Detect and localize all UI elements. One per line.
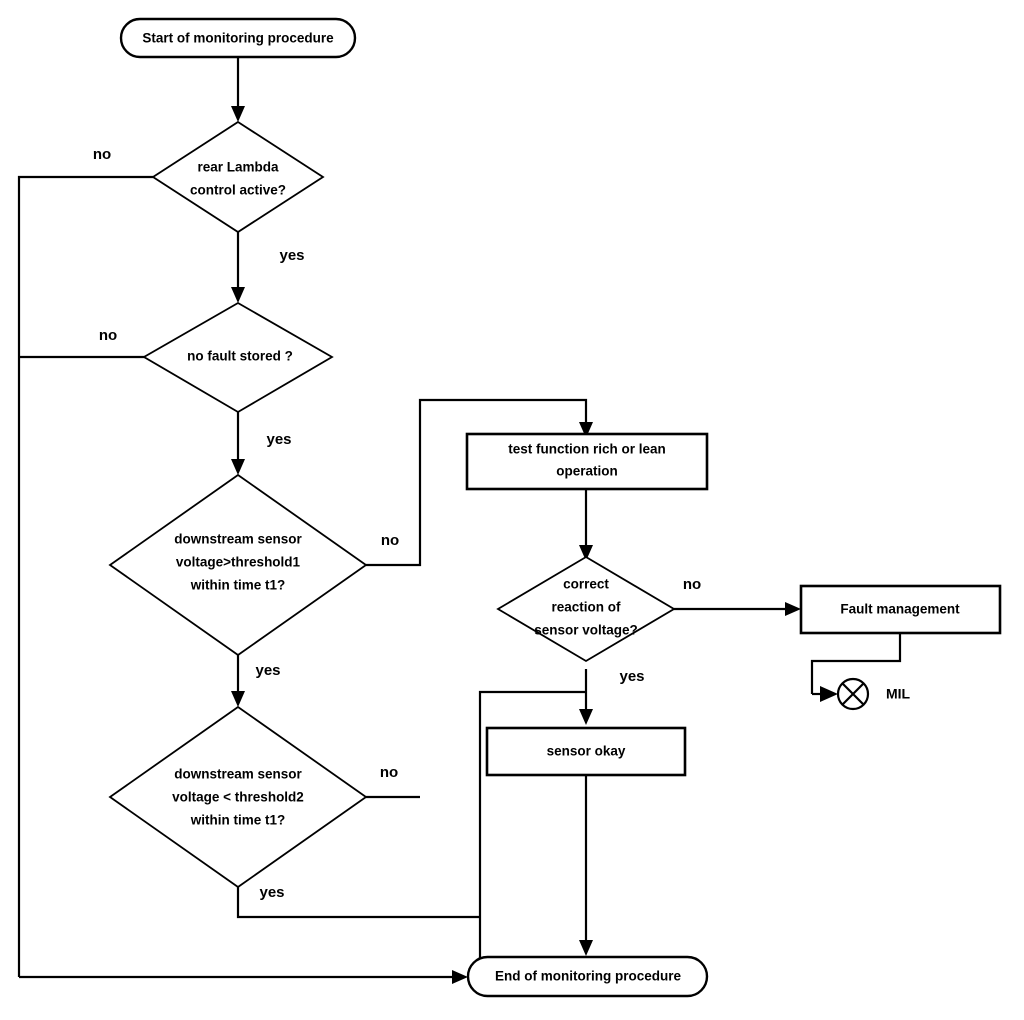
fault-management-shape bbox=[799, 584, 1002, 635]
edge-label-no-fault-no: no bbox=[99, 327, 117, 344]
correct-reaction-decision-shape bbox=[496, 555, 676, 663]
edge-label-correct-reaction-no: no bbox=[683, 576, 701, 593]
sensor-okay-shape bbox=[485, 726, 687, 777]
arrowhead-correct-reaction-in bbox=[579, 545, 593, 561]
start-label: Start of monitoring procedure bbox=[142, 31, 334, 46]
node-end[interactable]: End of monitoring procedure bbox=[466, 955, 709, 998]
end-label: End of monitoring procedure bbox=[495, 969, 681, 984]
correct-reaction-label-line1: correct bbox=[563, 577, 609, 592]
arrowhead-sensor-okay-in bbox=[579, 709, 593, 725]
threshold1-label-line1: downstream sensor bbox=[174, 532, 302, 547]
threshold2-decision-shape bbox=[108, 705, 368, 889]
arrowhead-no-fault-in bbox=[231, 287, 245, 303]
arrowhead-end-in-left bbox=[452, 970, 468, 984]
rear-lambda-label-line1: rear Lambda bbox=[197, 160, 279, 175]
arrowhead-threshold1-in bbox=[231, 459, 245, 475]
threshold2-label-line1: downstream sensor bbox=[174, 767, 302, 782]
no-fault-label: no fault stored ? bbox=[187, 349, 293, 364]
mil-label: MIL bbox=[886, 686, 911, 702]
arrowhead-threshold2-in bbox=[231, 691, 245, 707]
edge-label-correct-reaction-yes: yes bbox=[619, 668, 644, 685]
node-start[interactable]: Start of monitoring procedure bbox=[119, 17, 357, 59]
node-sensor-okay[interactable]: sensor okay bbox=[485, 726, 687, 777]
threshold2-label-line2: voltage < threshold2 bbox=[172, 790, 304, 805]
edge-label-threshold1-yes: yes bbox=[255, 662, 280, 679]
node-no-fault-stored[interactable]: no fault stored ? bbox=[142, 301, 334, 414]
edge-label-threshold2-no: no bbox=[380, 764, 398, 781]
edge-label-threshold1-no: no bbox=[381, 532, 399, 549]
rear-lambda-label-line2: control active? bbox=[190, 183, 286, 198]
node-correct-reaction[interactable]: correct reaction of sensor voltage? bbox=[496, 555, 676, 663]
threshold1-label-line2: voltage>threshold1 bbox=[176, 555, 301, 570]
arrowhead-end-in-top bbox=[579, 940, 593, 956]
test-function-label-line2: operation bbox=[556, 464, 618, 479]
edge-label-no-fault-yes: yes bbox=[266, 431, 291, 448]
edge-fault-management-to-mil bbox=[810, 633, 902, 694]
correct-reaction-label-line2: reaction of bbox=[551, 600, 621, 615]
edges-layer bbox=[17, 57, 902, 984]
arrowhead-test-function-in bbox=[579, 422, 593, 438]
edge-label-threshold2-yes: yes bbox=[259, 884, 284, 901]
test-function-shape bbox=[465, 432, 709, 491]
edge-threshold2-yes bbox=[236, 875, 480, 919]
arrowhead-mil-in bbox=[820, 686, 838, 702]
test-function-label-line1: test function rich or lean bbox=[508, 442, 666, 457]
edge-correct-reaction-yes-rail bbox=[478, 690, 586, 917]
rear-lambda-decision-shape bbox=[151, 120, 325, 234]
no-fault-decision-shape bbox=[142, 301, 334, 414]
arrowhead-rear-lambda-in bbox=[231, 106, 245, 122]
start-terminator-shape bbox=[119, 17, 357, 59]
sensor-okay-label: sensor okay bbox=[547, 744, 626, 759]
node-threshold2[interactable]: downstream sensor voltage < threshold2 w… bbox=[108, 705, 368, 889]
edge-rear-lambda-no bbox=[17, 175, 153, 977]
end-terminator-shape bbox=[466, 955, 709, 998]
mil-x-stroke-2 bbox=[841, 682, 865, 706]
edge-threshold1-no bbox=[366, 398, 588, 567]
node-mil[interactable]: MIL bbox=[836, 677, 911, 711]
arrowhead-fault-management-in bbox=[785, 602, 801, 616]
correct-reaction-label-line3: sensor voltage? bbox=[534, 623, 638, 638]
threshold1-decision-shape bbox=[108, 473, 368, 657]
threshold2-label-line3: within time t1? bbox=[190, 813, 286, 828]
threshold1-label-line3: within time t1? bbox=[190, 578, 286, 593]
node-fault-management[interactable]: Fault management bbox=[799, 584, 1002, 635]
fault-management-label: Fault management bbox=[840, 602, 960, 617]
node-threshold1[interactable]: downstream sensor voltage>threshold1 wit… bbox=[108, 473, 368, 657]
edge-label-rear-lambda-yes: yes bbox=[279, 247, 304, 264]
node-rear-lambda[interactable]: rear Lambda control active? bbox=[151, 120, 325, 234]
node-test-function[interactable]: test function rich or lean operation bbox=[465, 432, 709, 491]
edge-label-rear-lambda-no: no bbox=[93, 146, 111, 163]
